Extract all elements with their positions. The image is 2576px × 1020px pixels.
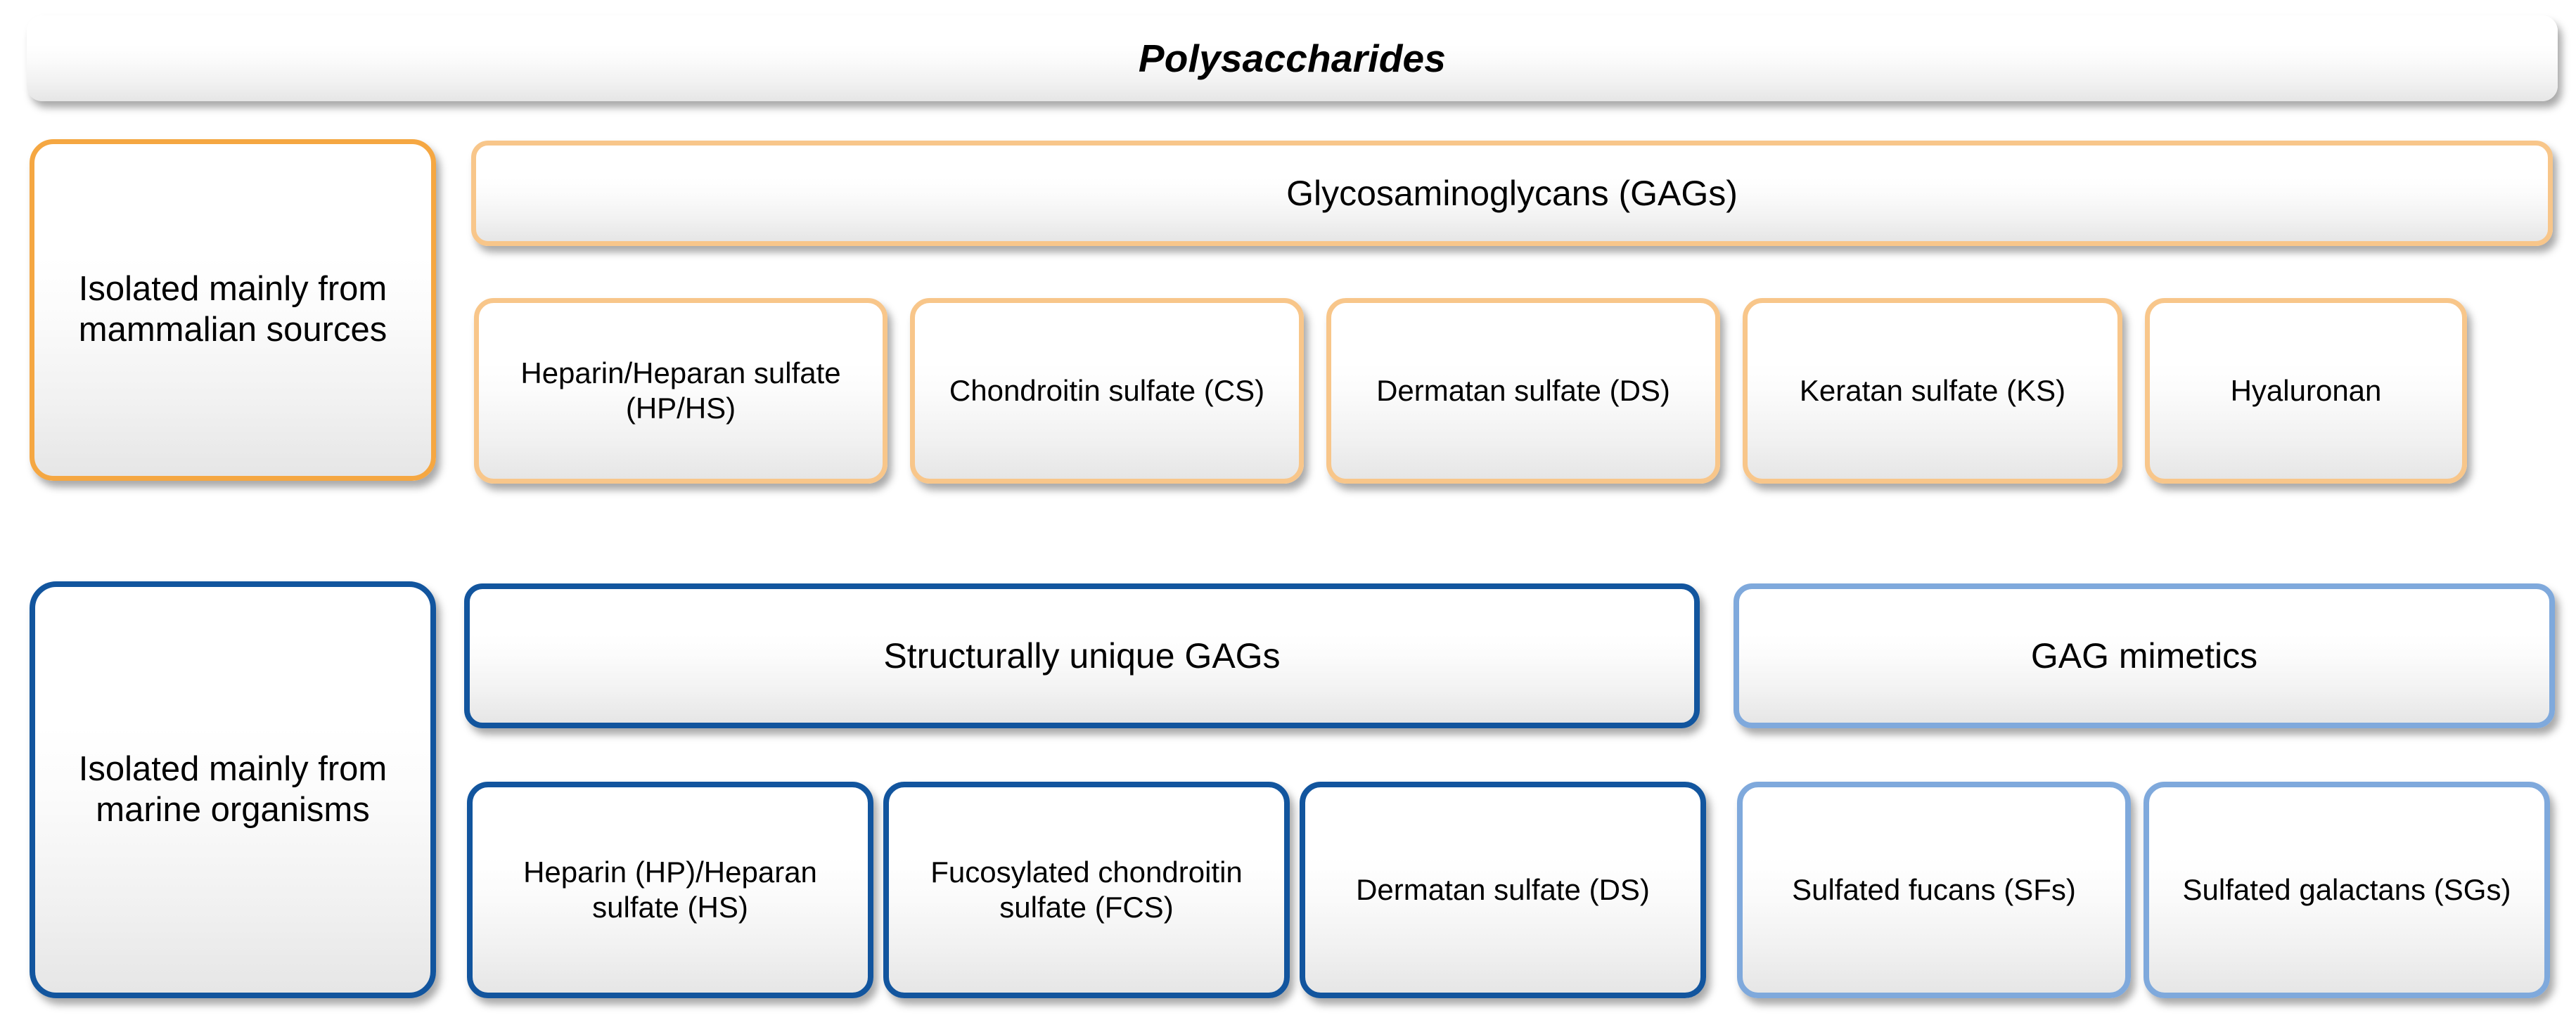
diagram-title-bar: Polysaccharides [27,15,2558,101]
marine-item-label: Sulfated fucans (SFs) [1792,873,2076,907]
marine-item-label: Sulfated galactans (SGs) [2182,873,2511,907]
gag-item-heparin-heparan-sulfate: Heparin/Heparan sulfate (HP/HS) [474,298,887,484]
gag-item-dermatan-sulfate: Dermatan sulfate (DS) [1326,298,1720,484]
gag-item-label: Dermatan sulfate (DS) [1376,374,1670,408]
gag-item-label: Heparin/Heparan sulfate (HP/HS) [520,356,841,425]
structurally-unique-gags-header: Structurally unique GAGs [464,583,1700,728]
marine-item-sulfated-galactans: Sulfated galactans (SGs) [2144,782,2550,998]
gag-mimetics-header-label: GAG mimetics [2030,635,2258,676]
marine-item-label: Heparin (HP)/Heparan sulfate (HS) [523,856,817,924]
gag-item-label: Hyaluronan [2230,374,2382,408]
marine-item-label: Dermatan sulfate (DS) [1356,873,1650,907]
marine-item-sulfated-fucans: Sulfated fucans (SFs) [1737,782,2131,998]
marine-item-heparin-heparan-sulfate: Heparin (HP)/Heparan sulfate (HS) [467,782,873,998]
gag-mimetics-header: GAG mimetics [1734,583,2555,728]
gag-group-header-label: Glycosaminoglycans (GAGs) [1286,173,1738,213]
marine-item-fucosylated-chondroitin-sulfate: Fucosylated chondroitin sulfate (FCS) [883,782,1290,998]
structurally-unique-gags-header-label: Structurally unique GAGs [883,635,1281,676]
gag-item-hyaluronan: Hyaluronan [2145,298,2467,484]
page-title: Polysaccharides [1138,36,1447,80]
mammalian-source-label: Isolated mainly from mammalian sources [78,270,387,349]
gag-item-label: Chondroitin sulfate (CS) [949,374,1265,408]
gag-item-label: Keratan sulfate (KS) [1799,374,2066,408]
gag-group-header: Glycosaminoglycans (GAGs) [471,141,2553,246]
gag-item-keratan-sulfate: Keratan sulfate (KS) [1743,298,2122,484]
mammalian-source-box: Isolated mainly from mammalian sources [30,139,436,481]
gag-item-chondroitin-sulfate: Chondroitin sulfate (CS) [910,298,1304,484]
marine-source-box: Isolated mainly from marine organisms [30,581,436,998]
marine-source-label: Isolated mainly from marine organisms [78,749,387,829]
marine-item-label: Fucosylated chondroitin sulfate (FCS) [930,856,1243,924]
marine-item-dermatan-sulfate: Dermatan sulfate (DS) [1300,782,1706,998]
